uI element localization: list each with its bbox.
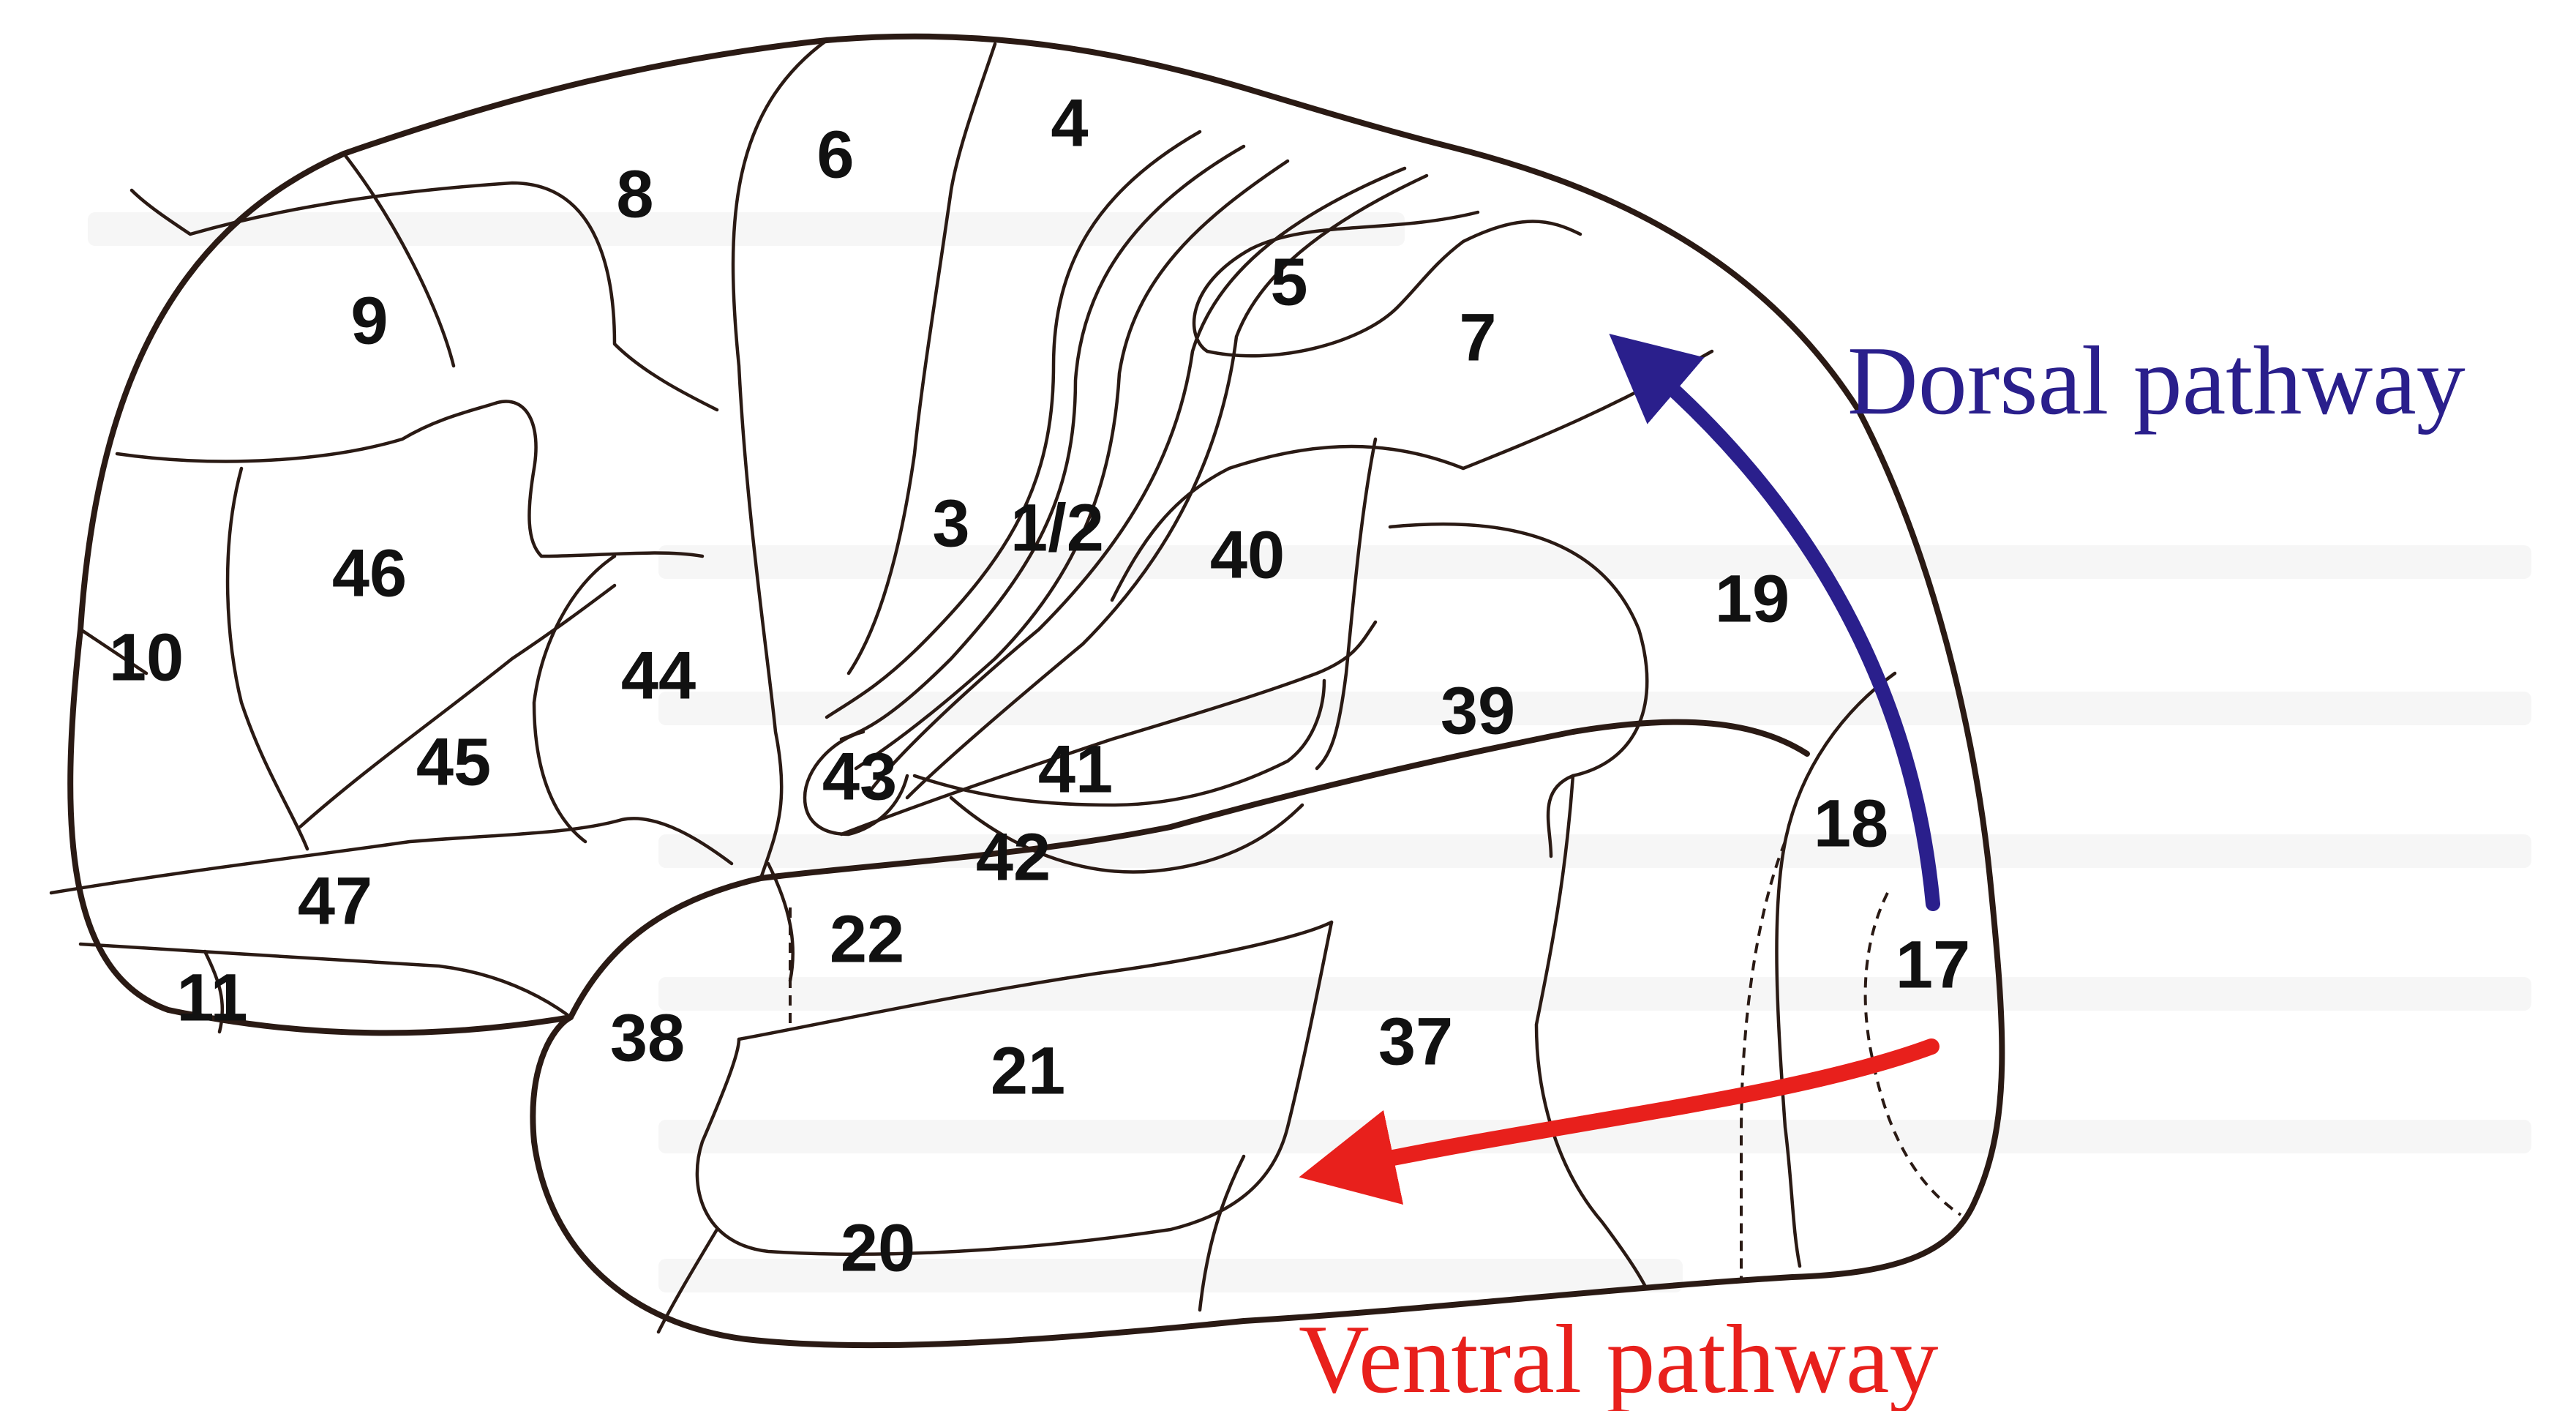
dorsal-pathway-arrow: [1642, 362, 1933, 904]
ventral-pathway-label: Ventral pathway: [1299, 1305, 1938, 1411]
dorsal-pathway-label: Dorsal pathway: [1847, 326, 2466, 435]
ventral-pathway-arrow: [1346, 1047, 1931, 1167]
